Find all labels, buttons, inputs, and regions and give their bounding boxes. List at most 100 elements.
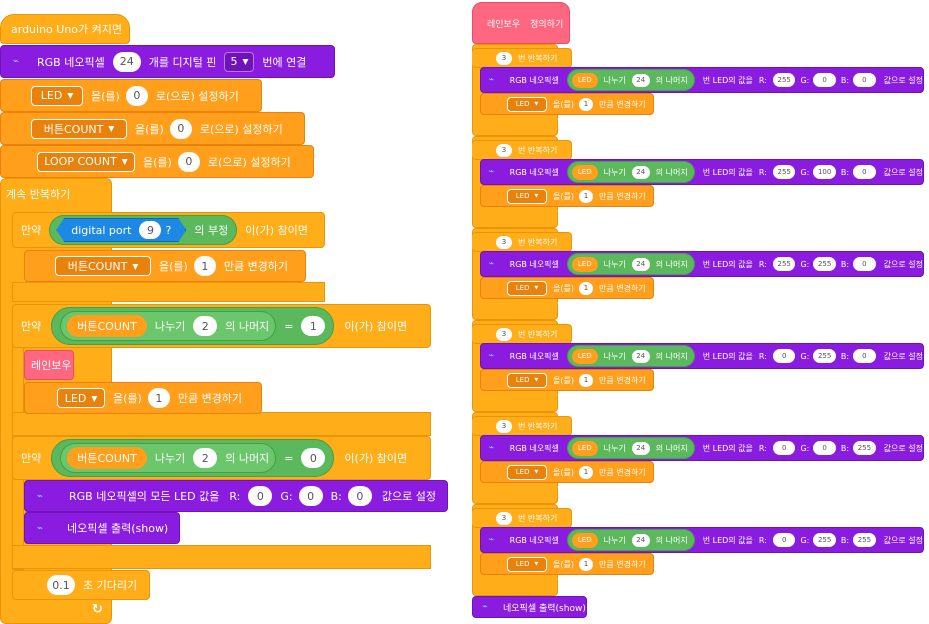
r-input[interactable]: 255 xyxy=(772,257,796,271)
compare-value[interactable]: 1 xyxy=(301,316,326,336)
change-led-block[interactable]: LED▼ 을(를) 1 만큼 변경하기 xyxy=(480,553,654,575)
neopixel-set-led-block[interactable]: ⌁ RGB 네오픽셀 LED 나누기 24 의 나머지 번 LED의 값을 R:… xyxy=(480,159,924,185)
change-led-value[interactable]: 1 xyxy=(578,557,593,571)
repeat-header[interactable]: 3 번 반복하기 xyxy=(472,324,572,344)
equals-operator[interactable]: 버튼COUNT 나누기 2 의 나머지 = 1 xyxy=(51,307,335,345)
repeat-header[interactable]: 3 번 반복하기 xyxy=(472,48,572,68)
b-input[interactable]: 255 xyxy=(853,533,876,547)
change-led-block[interactable]: LED▼ 을(를) 1 만큼 변경하기 xyxy=(480,185,654,207)
if3-block[interactable]: 만약 버튼COUNT 나누기 2 의 나머지 = 0 이(가) 참이면 xyxy=(12,436,431,480)
digital-port-sensor[interactable]: digital port 9 ? xyxy=(56,218,186,242)
modulo-operator[interactable]: LED 나누기 24 의 나머지 xyxy=(566,529,695,551)
b-input[interactable]: 0 xyxy=(853,73,876,87)
divisor-input[interactable]: 2 xyxy=(193,316,218,336)
change-led-value[interactable]: 1 xyxy=(578,373,593,387)
rainbow-call-block[interactable]: 레인보우 xyxy=(24,350,74,380)
modulo-operator[interactable]: LED 나누기 24 의 나머지 xyxy=(566,437,695,459)
wait-input[interactable]: 0.1 xyxy=(47,575,75,595)
g-input[interactable]: 0 xyxy=(298,486,323,506)
modulo-var[interactable]: LED xyxy=(571,532,598,548)
change-led-value[interactable]: 1 xyxy=(578,281,593,295)
if1-block[interactable]: 만약 digital port 9 ? 의 부정 이(가) 참이면 xyxy=(12,212,325,248)
repeat-times[interactable]: 3 xyxy=(496,235,512,249)
g-input[interactable]: 0 xyxy=(813,73,836,87)
b-input[interactable]: 0 xyxy=(853,257,876,271)
modulo-operator[interactable]: 버튼COUNT 나누기 2 의 나머지 xyxy=(60,311,277,341)
change-led-block[interactable]: LED▼ 을(를) 1 만큼 변경하기 xyxy=(480,277,654,299)
modulo-operator[interactable]: LED 나누기 24 의 나머지 xyxy=(566,345,695,367)
divisor-input[interactable]: 24 xyxy=(631,165,650,179)
r-input[interactable]: 255 xyxy=(772,165,796,179)
led-var-dropdown[interactable]: LED▼ xyxy=(507,188,547,204)
divisor-input[interactable]: 24 xyxy=(631,533,650,547)
not-operator[interactable]: digital port 9 ? 의 부정 xyxy=(49,215,238,245)
divisor-input[interactable]: 24 xyxy=(631,257,650,271)
change-btn-value[interactable]: 1 xyxy=(193,256,216,276)
b-input[interactable]: 0 xyxy=(853,349,876,363)
modulo-var[interactable]: LED xyxy=(571,164,598,180)
neopixel-set-led-block[interactable]: ⌁ RGB 네오픽셀 LED 나누기 24 의 나머지 번 LED의 값을 R:… xyxy=(480,435,924,461)
repeat-times[interactable]: 3 xyxy=(496,143,512,157)
port-number[interactable]: 9 xyxy=(139,221,161,239)
pixel-count-input[interactable]: 24 xyxy=(112,51,141,72)
set-loop-block[interactable]: LOOP COUNT▼ 을(를) 0 로(으로) 설정하기 xyxy=(0,145,314,178)
change-led-block[interactable]: LED▼ 을(를) 1 만큼 변경하기 xyxy=(480,369,654,391)
led-var-dropdown[interactable]: LED▼ xyxy=(507,464,547,480)
change-led-block[interactable]: LED▼ 을(를) 1 만큼 변경하기 xyxy=(480,93,654,115)
repeat-header[interactable]: 3 번 반복하기 xyxy=(472,508,572,528)
repeat-header[interactable]: 3 번 반복하기 xyxy=(472,232,572,252)
when-arduino-starts-hat[interactable]: arduino Uno가 켜지면 xyxy=(0,14,130,44)
neopixel-show-block[interactable]: ⌁ 네오픽셀 출력(show) xyxy=(472,596,587,618)
define-rainbow-block[interactable]: 레인보우 정의하기 xyxy=(472,2,570,44)
change-led-block[interactable]: LED▼ 을(를) 1 만큼 변경하기 xyxy=(24,382,262,414)
b-input[interactable]: 0 xyxy=(347,486,372,506)
r-input[interactable]: 0 xyxy=(772,349,796,363)
if2-block[interactable]: 만약 버튼COUNT 나누기 2 의 나머지 = 1 이(가) 참이면 xyxy=(12,304,431,348)
led-var-dropdown[interactable]: LED▼ xyxy=(507,280,547,296)
modulo-var[interactable]: LED xyxy=(571,256,598,272)
r-input[interactable]: 255 xyxy=(772,73,796,87)
modulo-operator[interactable]: LED 나누기 24 의 나머지 xyxy=(566,69,695,91)
r-input[interactable]: 0 xyxy=(772,441,796,455)
neopixel-set-led-block[interactable]: ⌁ RGB 네오픽셀 LED 나누기 24 의 나머지 번 LED의 값을 R:… xyxy=(480,67,924,93)
r-input[interactable]: 0 xyxy=(248,486,273,506)
pin-dropdown[interactable]: 5▼ xyxy=(224,51,255,72)
set-btn-value[interactable]: 0 xyxy=(169,118,192,139)
divisor-input[interactable]: 24 xyxy=(631,441,650,455)
change-led-value[interactable]: 1 xyxy=(147,388,170,408)
neopixel-set-led-block[interactable]: ⌁ RGB 네오픽셀 LED 나누기 24 의 나머지 번 LED의 값을 R:… xyxy=(480,527,924,553)
repeat-times[interactable]: 3 xyxy=(496,51,512,65)
led-var-dropdown[interactable]: LED▼ xyxy=(507,372,547,388)
divisor-input[interactable]: 24 xyxy=(631,349,650,363)
repeat-times[interactable]: 3 xyxy=(496,511,512,525)
modulo-var[interactable]: 버튼COUNT xyxy=(67,447,147,469)
modulo-var[interactable]: 버튼COUNT xyxy=(67,315,147,337)
g-input[interactable]: 255 xyxy=(813,257,836,271)
set-led-block[interactable]: LED▼ 을(를) 0 로(으로) 설정하기 xyxy=(0,79,262,112)
set-loop-value[interactable]: 0 xyxy=(177,151,200,172)
repeat-times[interactable]: 3 xyxy=(496,419,512,433)
neopixel-show-block[interactable]: ⌁ 네오픽셀 출력(show) xyxy=(24,512,180,544)
g-input[interactable]: 0 xyxy=(813,441,836,455)
repeat-times[interactable]: 3 xyxy=(496,327,512,341)
set-all-leds-block[interactable]: ⌁ RGB 네오픽셀의 모든 LED 값을 R: 0 G: 0 B: 0 값으로… xyxy=(24,480,448,512)
change-led-value[interactable]: 1 xyxy=(578,465,593,479)
neopixel-set-led-block[interactable]: ⌁ RGB 네오픽셀 LED 나누기 24 의 나머지 번 LED의 값을 R:… xyxy=(480,343,924,369)
g-input[interactable]: 100 xyxy=(813,165,836,179)
change-led-value[interactable]: 1 xyxy=(578,97,593,111)
led-var-dropdown[interactable]: LED▼ xyxy=(57,388,105,408)
modulo-operator[interactable]: LED 나누기 24 의 나머지 xyxy=(566,161,695,183)
led-var-dropdown[interactable]: LED▼ xyxy=(507,96,547,112)
change-led-value[interactable]: 1 xyxy=(578,189,593,203)
modulo-var[interactable]: LED xyxy=(571,72,598,88)
b-input[interactable]: 255 xyxy=(853,441,876,455)
btn-var-dropdown[interactable]: 버튼COUNT▼ xyxy=(31,118,127,139)
set-btn-block[interactable]: 버튼COUNT▼ 을(를) 0 로(으로) 설정하기 xyxy=(0,112,305,145)
repeat-header[interactable]: 3 번 반복하기 xyxy=(472,140,572,160)
neopixel-connect-block[interactable]: ⌁ RGB 네오픽셀 24 개를 디지털 핀 5▼ 번에 연결 xyxy=(0,45,335,78)
divisor-input[interactable]: 2 xyxy=(193,448,218,468)
neopixel-set-led-block[interactable]: ⌁ RGB 네오픽셀 LED 나누기 24 의 나머지 번 LED의 값을 R:… xyxy=(480,251,924,277)
b-input[interactable]: 0 xyxy=(853,165,876,179)
loop-var-dropdown[interactable]: LOOP COUNT▼ xyxy=(37,151,135,172)
modulo-operator[interactable]: 버튼COUNT 나누기 2 의 나머지 xyxy=(60,443,277,473)
